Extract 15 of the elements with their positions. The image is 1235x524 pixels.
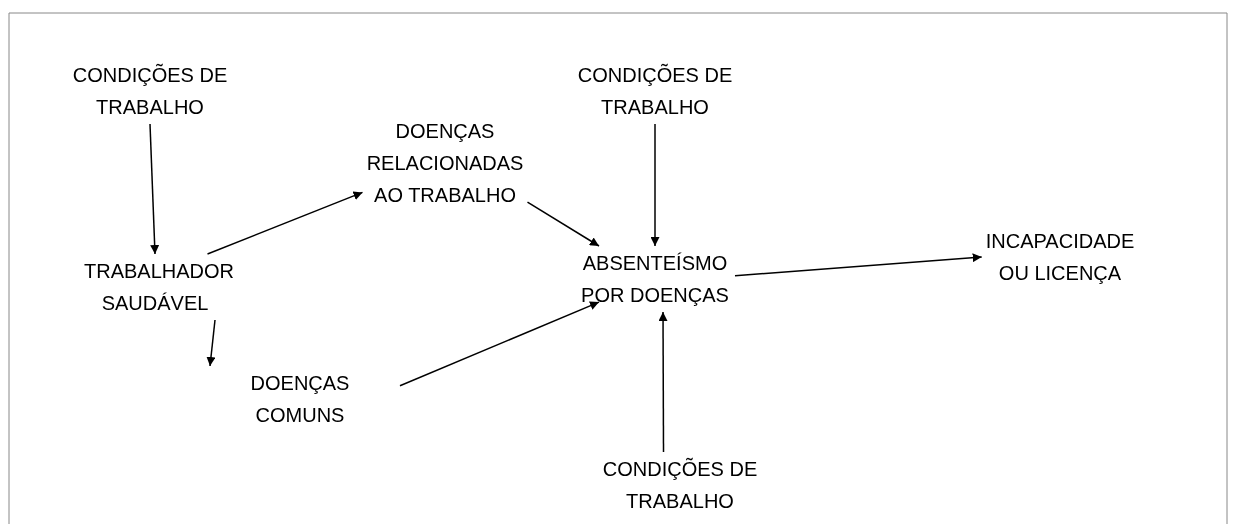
arrow	[650, 123, 660, 247]
node-label: DOENÇAS RELACIONADAS AO TRABALHO	[362, 114, 528, 212]
node-label: CONDIÇÕES DE TRABALHO	[597, 452, 763, 518]
node-label: DOENÇAS COMUNS	[200, 366, 400, 432]
arrow	[526, 201, 600, 247]
arrow	[206, 191, 364, 255]
node-label: CONDIÇÕES DE TRABALHO	[67, 58, 233, 124]
node-label: CONDIÇÕES DE TRABALHO	[572, 58, 738, 124]
node-label: INCAPACIDADE OU LICENÇA	[981, 224, 1139, 290]
arrow	[149, 123, 160, 255]
arrow	[658, 311, 668, 453]
node-label: ABSENTEÍSMO POR DOENÇAS	[575, 246, 735, 312]
arrow	[734, 253, 983, 277]
arrow	[206, 319, 216, 367]
arrow	[399, 301, 600, 387]
